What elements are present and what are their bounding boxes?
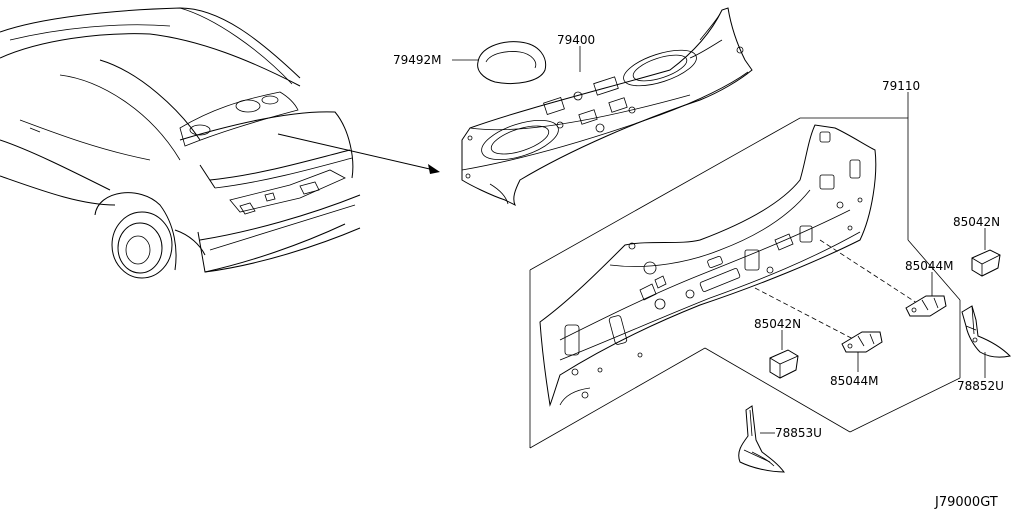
part-78852u-illustration [961, 305, 1012, 358]
label-85044m-right: 85044M [905, 259, 954, 273]
part-79492m-illustration [477, 41, 547, 84]
label-85044m-center: 85044M [830, 374, 879, 388]
label-79110: 79110 [882, 79, 920, 93]
label-78853u: 78853U [775, 426, 822, 440]
label-85042n-right: 85042N [953, 215, 1000, 229]
car-rear-illustration [0, 7, 440, 279]
label-79492m: 79492M [393, 53, 442, 67]
label-79400: 79400 [557, 33, 595, 47]
label-78852u: 78852U [957, 379, 1004, 393]
dashed-line-right [819, 239, 921, 306]
part-79400-illustration [461, 7, 753, 207]
label-85042n-center: 85042N [754, 317, 801, 331]
part-85044m-center-illustration [841, 331, 883, 353]
part-78853u-illustration [738, 405, 786, 473]
part-85044m-right-illustration [905, 295, 947, 317]
part-79110-group-outline [529, 117, 961, 449]
part-85042n-center-illustration [769, 349, 799, 379]
diagram-code: J79000GT [934, 495, 998, 510]
part-79110-illustration [539, 124, 877, 407]
dashed-line-center [754, 287, 856, 341]
part-85042n-right-illustration [971, 249, 1001, 277]
